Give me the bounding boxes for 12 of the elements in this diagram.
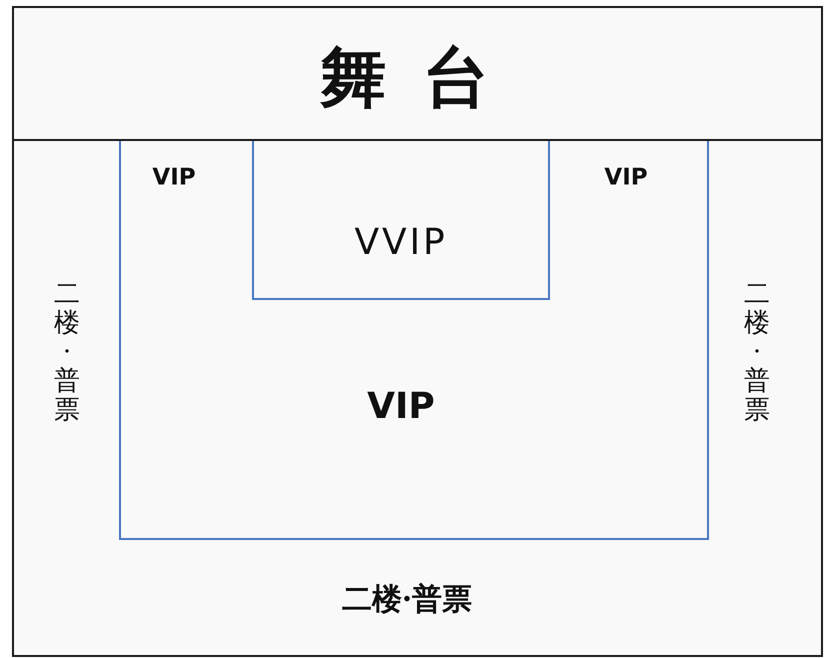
section-label: VVIP xyxy=(354,225,448,261)
section-label: 二楼·普票 xyxy=(342,585,472,615)
stage-label: 舞台 xyxy=(320,45,526,111)
stage-area xyxy=(12,6,823,142)
floor-seating-area xyxy=(12,139,823,657)
section-label: VIP xyxy=(604,166,648,190)
vip-seating-section xyxy=(119,141,709,540)
section-label: VIP xyxy=(367,389,435,425)
vvip-seating-section xyxy=(252,141,550,300)
section-label: 二楼·普票 xyxy=(743,280,771,426)
section-label: 二楼·普票 xyxy=(53,280,81,426)
section-label: VIP xyxy=(152,166,196,190)
